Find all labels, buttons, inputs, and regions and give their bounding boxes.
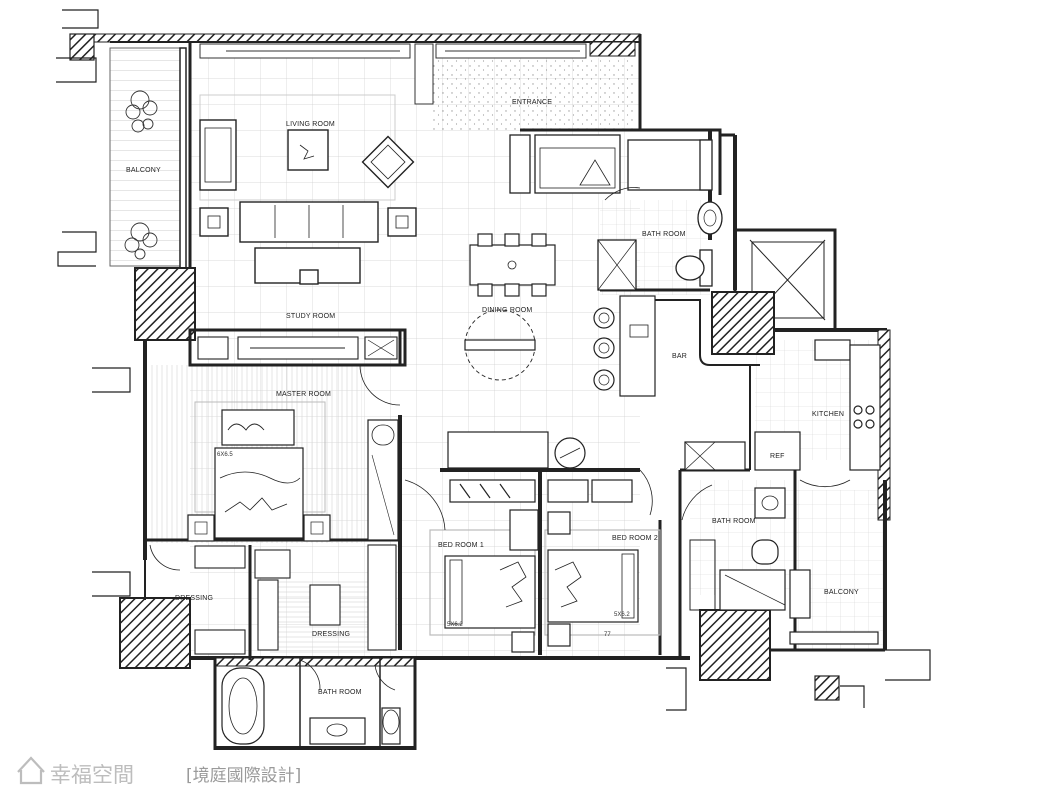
- exterior-columns: [56, 9, 931, 711]
- label-bath-room-1: BATH ROOM: [642, 231, 686, 238]
- label-dressing-2: DRESSING: [312, 631, 350, 638]
- label-balcony-west: BALCONY: [126, 167, 161, 174]
- dimension-marks: 6X6.5 5X6.2 5X6.2 77: [217, 452, 630, 638]
- label-master-room: MASTER ROOM: [276, 391, 331, 398]
- label-ref: REF: [770, 453, 785, 460]
- label-bed-room-2: BED ROOM 2: [612, 535, 658, 542]
- label-living-room: LIVING ROOM: [286, 121, 335, 128]
- north-cabinetry: [199, 43, 587, 105]
- kitchen-fixtures: [684, 339, 881, 488]
- dim-master-bed: 6X6.5: [217, 452, 233, 458]
- east-bath-fixtures: [681, 484, 879, 645]
- label-entrance: ENTRANCE: [512, 99, 552, 106]
- watermark: 幸福空間 [境庭國際設計]: [17, 756, 301, 787]
- watermark-company: [境庭國際設計]: [186, 766, 301, 786]
- label-dining-room: DINING ROOM: [482, 307, 532, 314]
- dressing-fixtures: [194, 544, 397, 655]
- label-dressing-1: DRESSING: [175, 595, 213, 602]
- label-study-room: STUDY ROOM: [286, 313, 335, 320]
- house-logo-icon: [17, 756, 45, 785]
- label-kitchen: KITCHEN: [812, 411, 844, 418]
- dim-bed-room-2: 5X6.2: [614, 612, 630, 618]
- label-bar: BAR: [672, 353, 687, 360]
- dim-small-mark: 77: [604, 632, 611, 638]
- label-balcony-east: BALCONY: [824, 589, 859, 596]
- bedroom-fixtures: [404, 469, 661, 653]
- room-labels: BALCONY LIVING ROOM ENTRANCE BATH ROOM S…: [126, 99, 859, 696]
- dining-furniture: [447, 233, 760, 469]
- walls: [69, 33, 891, 750]
- south-bath-fixtures: [221, 659, 401, 745]
- entrance-fixtures: [509, 134, 723, 291]
- dim-bed-room-1: 5X6.2: [447, 622, 463, 628]
- study-fixtures: [197, 336, 401, 406]
- label-bath-room-2: BATH ROOM: [712, 518, 756, 525]
- watermark-brand: 幸福空間: [50, 763, 134, 787]
- label-bath-room-3: BATH ROOM: [318, 689, 362, 696]
- label-bed-room-1: BED ROOM 1: [438, 542, 484, 549]
- balcony-plants: [124, 90, 158, 260]
- master-fixtures: [149, 401, 399, 571]
- living-furniture: [199, 94, 417, 285]
